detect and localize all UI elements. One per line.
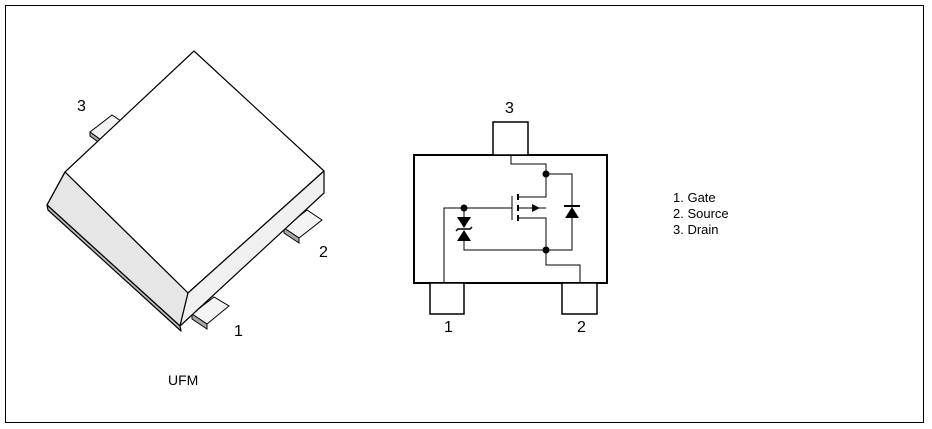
pin-legend: 1. Gate 2. Source 3. Drain [673, 190, 729, 238]
package-pin-label-1: 1 [234, 323, 243, 340]
schematic-pin-1-tab [429, 282, 465, 315]
package-lead-1 [191, 296, 230, 330]
legend-item-drain: 3. Drain [673, 222, 719, 237]
junction-dot [460, 204, 468, 212]
schematic-pin-3-tab [492, 121, 529, 156]
package-pin-label-3: 3 [77, 98, 86, 115]
legend-item-gate: 1. Gate [673, 190, 716, 205]
schematic-pin-2-tab [561, 282, 598, 315]
legend-item-source: 2. Source [673, 206, 729, 221]
schematic-pin-label-3: 3 [505, 100, 514, 117]
junction-dot [542, 170, 550, 178]
mosfet-arrow-icon [532, 204, 540, 212]
body-diode-icon [564, 205, 580, 218]
package-body [46, 50, 325, 332]
figure-frame [5, 5, 924, 423]
schematic-pin-label-2: 2 [577, 319, 586, 336]
package-pin-label-2: 2 [319, 244, 328, 261]
package-name: UFM [168, 372, 199, 388]
schematic-body [413, 154, 608, 284]
schematic-pin-label-1: 1 [444, 319, 453, 336]
junction-dot [542, 246, 550, 254]
zener-diode-icon [455, 217, 473, 241]
